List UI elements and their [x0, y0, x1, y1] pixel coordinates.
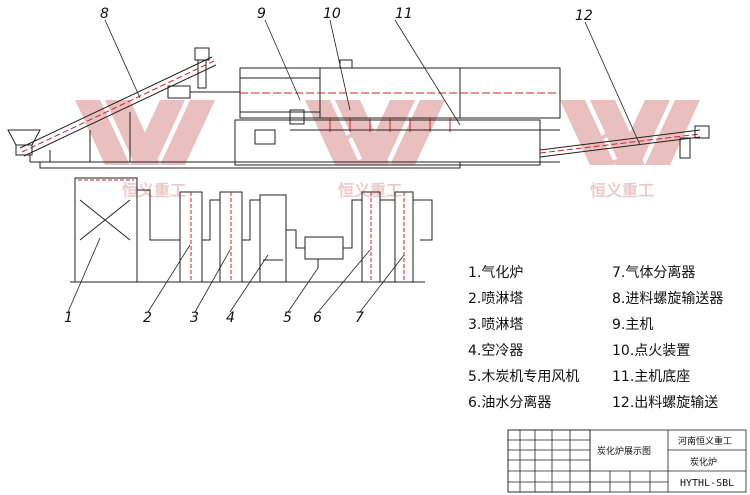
callout-4: 4: [226, 310, 235, 326]
callout-8: 8: [100, 6, 109, 22]
title-block-product: 炭化炉: [690, 456, 717, 468]
main-machine-base: [234, 119, 560, 166]
upper-machinery: [7, 47, 710, 169]
feed-motor: [167, 85, 191, 99]
watermark-logo-left: 恒义重工: [75, 100, 215, 200]
title-block-model: HYTHL-SBL: [680, 478, 734, 489]
pipe-1: [137, 189, 180, 241]
watermark-logo-center: 恒义重工: [305, 100, 445, 200]
oil-water-separator: [361, 191, 381, 283]
legend-item-10: 10.点火装置: [612, 343, 691, 359]
legend-item-6: 6.油水分离器: [468, 395, 552, 411]
callout-1: 1: [64, 310, 73, 326]
callout-11: 11: [395, 6, 413, 22]
legend-item-9: 9.主机: [612, 317, 654, 333]
watermark-text-right: 恒义重工: [590, 181, 654, 200]
feed-screw-conveyor: [19, 47, 217, 162]
watermark-text-center: 恒义重工: [338, 181, 402, 200]
callout-12: 12: [575, 8, 593, 24]
watermark-logos: 恒义重工 恒义重工 恒义重工: [75, 100, 700, 200]
callout-6: 6: [313, 310, 322, 326]
title-block: [507, 429, 747, 493]
watermark-text-left: 恒义重工: [122, 181, 186, 200]
charcoal-machine-fan: [304, 236, 344, 268]
callout-10: 10: [323, 6, 341, 22]
legend-item-2: 2.喷淋塔: [468, 291, 524, 307]
callout-9: 9: [257, 6, 266, 22]
gas-separator: [394, 191, 414, 283]
air-cooler: [259, 194, 287, 283]
watermark-logo-right: 恒义重工: [560, 100, 700, 200]
legend-item-8: 8.进料螺旋输送器: [612, 291, 724, 307]
legend-item-5: 5.木炭机专用风机: [468, 369, 580, 385]
main-rotary-drum: [239, 59, 561, 125]
callout-2: 2: [143, 310, 152, 326]
callout-5: 5: [283, 310, 292, 326]
legend-item-7: 7.气体分离器: [612, 265, 696, 281]
title-block-company: 河南恒义重工: [678, 435, 732, 447]
spray-tower-2: [219, 191, 243, 283]
legend-item-1: 1.气化炉: [468, 265, 524, 281]
legend-item-11: 11.主机底座: [612, 369, 691, 385]
discharge-screw-conveyor: [539, 125, 710, 159]
legend-item-4: 4.空冷器: [468, 343, 524, 359]
callouts: [67, 19, 641, 313]
callout-7: 7: [355, 310, 364, 326]
lower-equipment: [70, 177, 433, 283]
spray-tower-1: [179, 191, 203, 283]
title-block-drawing-name: 炭化炉展示图: [597, 445, 651, 457]
callout-3: 3: [190, 310, 199, 326]
feed-hopper: [7, 129, 41, 146]
legend-item-12: 12.出料螺旋输送: [612, 395, 719, 411]
legend-item-3: 3.喷淋塔: [468, 317, 524, 333]
